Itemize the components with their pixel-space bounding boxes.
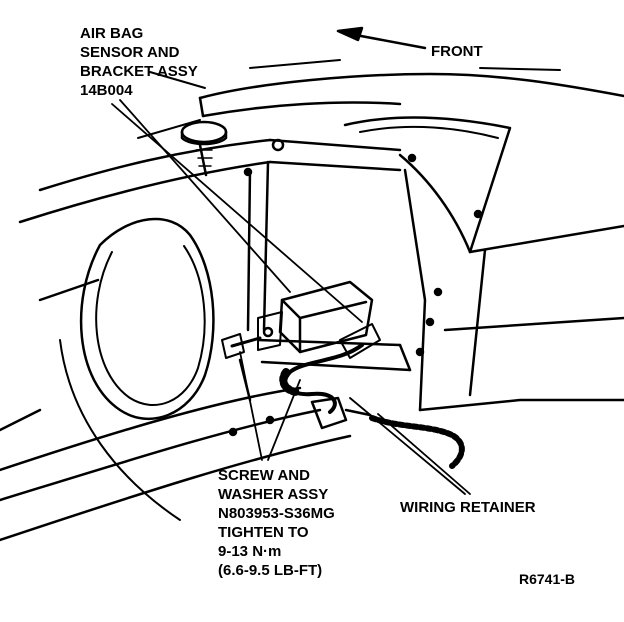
screw-label-line5: 9-13 N·m xyxy=(218,543,282,560)
air-bag-sensor-label-line3: BRACKET ASSY xyxy=(80,63,198,80)
screw-label: SCREW AND WASHER ASSY N803953-S36MG TIGH… xyxy=(218,466,335,580)
screw-label-line4: TIGHTEN TO xyxy=(218,524,309,541)
screw-label-line1: SCREW AND xyxy=(218,467,310,484)
air-bag-sensor-label-line2: SENSOR AND xyxy=(80,44,180,61)
air-bag-sensor-label-line4: 14B004 xyxy=(80,82,133,99)
screw-label-line2: WASHER ASSY xyxy=(218,486,329,503)
air-bag-sensor-label-line1: AIR BAG xyxy=(80,25,144,42)
screw-assy xyxy=(221,333,262,359)
screw-label-line3: N803953-S36MG xyxy=(218,505,335,522)
wiring-harness xyxy=(279,343,465,469)
air-bag-sensor-label: AIR BAG SENSOR AND BRACKET ASSY 14B004 xyxy=(80,24,198,100)
circular-opening xyxy=(0,217,215,521)
figure-code: R6741-B xyxy=(519,571,576,587)
lower-crossmember xyxy=(0,386,352,542)
wiring-retainer-label: WIRING RETAINER xyxy=(400,499,536,516)
fender-structure xyxy=(398,153,624,412)
hood-bumper xyxy=(180,120,228,177)
front-label: FRONT xyxy=(431,43,483,60)
hood-panel xyxy=(149,59,624,254)
front-arrow xyxy=(336,26,427,50)
screw-label-line6: (6.6-9.5 LB-FT) xyxy=(218,562,323,579)
leader-lines xyxy=(111,99,471,495)
